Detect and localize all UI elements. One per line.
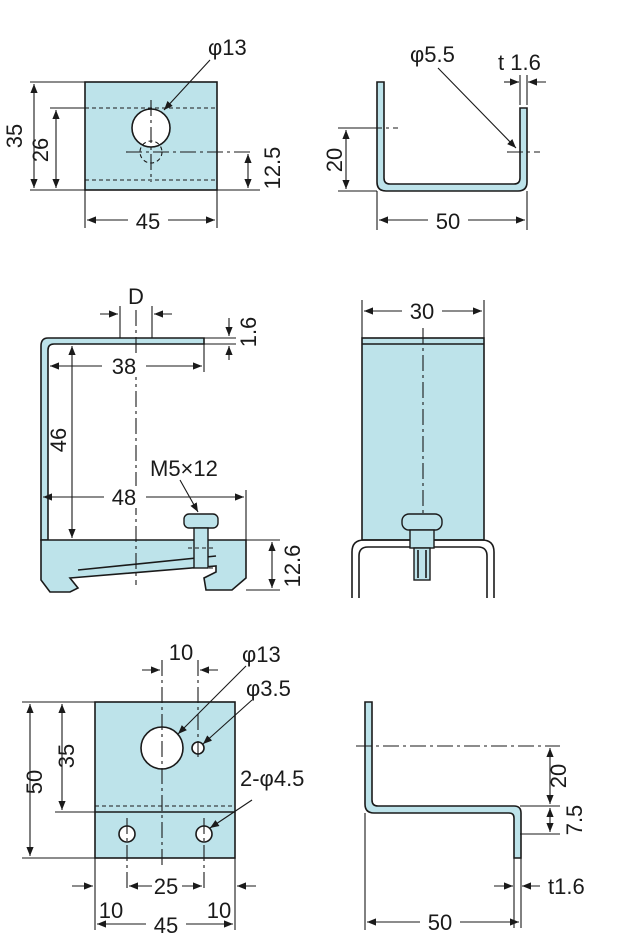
bracket-c-height-inner-label: 35 [54,744,79,768]
bracket-a-thickness-label: t 1.6 [498,50,541,75]
bracket-c-hole-offset-label: 10 [169,640,193,665]
bracket-b-rail-slot-line [77,555,217,571]
bracket-c-side-height-label: 20 [546,764,571,788]
bracket-b-inner-width-label: 38 [112,354,136,379]
bracket-b-front-screw-collar [409,529,435,549]
bracket-c-step-label: 7.5 [562,805,587,836]
bracket-b-front-width-label: 30 [410,299,434,324]
bracket-b-screw-label: M5×12 [150,456,218,481]
bracket-b-outer-width-label: 48 [112,485,136,510]
bracket-b-height-label: 46 [46,428,71,452]
bracket-a-side-view: φ5.5 t 1.6 20 50 [322,42,546,234]
bracket-a-side-hole-leader [437,67,517,149]
bracket-a-hole-leader [163,59,211,111]
bracket-a-hole-center-label: 12.5 [260,147,285,190]
bracket-c-side-view: 20 7.5 t1.6 50 [356,701,587,935]
bracket-c-front-view: 10 φ13 φ3.5 50 35 2-φ4.5 25 10 10 45 [22,640,304,938]
bracket-c-large-hole-leader [177,665,247,735]
bracket-a-height-inner-label: 26 [28,138,53,162]
bracket-a-side-height-label: 20 [322,148,347,172]
bracket-c-edge-left-label: 10 [99,898,123,923]
bracket-a-hole-dia-label: φ13 [208,35,247,60]
bracket-c-z-profile [364,701,522,859]
bracket-c-side-width-label: 50 [428,910,452,935]
bracket-c-hole-pitch-label: 25 [154,874,178,899]
bracket-a-front-view: φ13 35 26 12.5 45 [2,35,285,234]
bracket-c-mount-holes-label: 2-φ4.5 [240,766,304,791]
bracket-a-side-hole-label: φ5.5 [410,42,455,67]
bracket-c-mount-hole-leader [209,799,253,829]
bracket-c-width-label: 45 [154,913,178,938]
bracket-c-small-hole-label: φ3.5 [246,676,291,701]
bracket-b-c-profile [40,337,205,541]
bracket-b-front-screw-head [401,513,443,531]
bracket-c-small-hole-leader [202,699,253,745]
bracket-b-front-screw-shank [413,547,431,581]
bracket-b-rail [40,539,247,593]
bracket-b-rail-height-label: 12.6 [280,545,305,588]
bracket-c-thickness-label: t1.6 [548,874,585,899]
bracket-b-thickness-label: 1.6 [236,317,261,348]
bracket-a-width-label: 45 [136,209,160,234]
bracket-b-screw-leader [179,479,199,513]
bracket-a-side-width-label: 50 [436,209,460,234]
bracket-a-u-profile [376,81,528,192]
bracket-b-side-view: D 1.6 38 46 M5×12 48 12.6 [40,284,305,593]
bracket-c-plate [94,701,236,859]
bracket-a-height-outer-label: 35 [2,124,27,148]
bracket-b-front-view: 30 [351,299,495,598]
bracket-c-edge-right-label: 10 [207,898,231,923]
bracket-b-slot-label: D [128,284,144,309]
bracket-c-large-hole-label: φ13 [242,642,281,667]
bracket-b-screw-head [183,513,219,529]
bracket-c-height-outer-label: 50 [22,770,47,794]
bracket-b-screw-shank [193,527,209,569]
